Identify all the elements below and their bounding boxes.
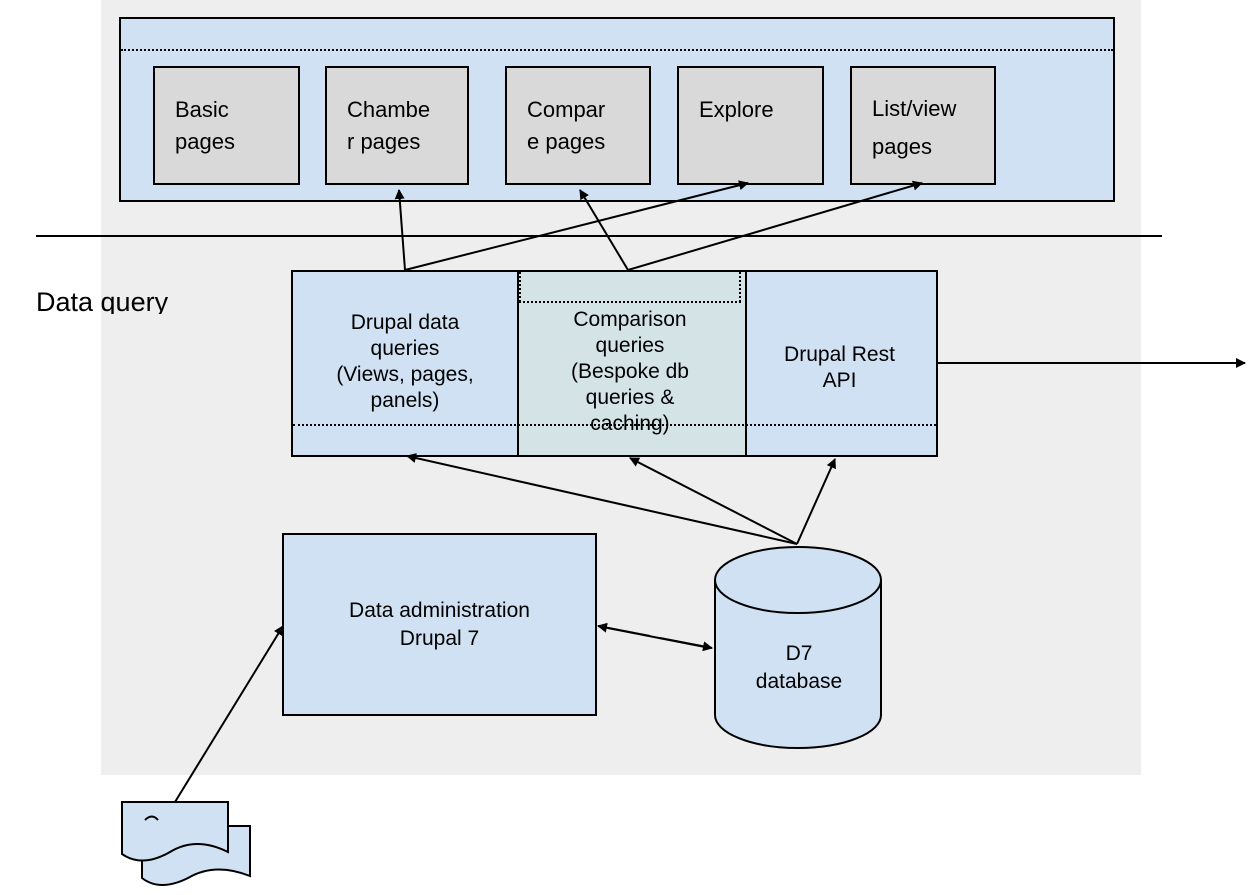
explore-box: Explore	[677, 66, 824, 185]
chamber-pages-box: Chambe r pages	[325, 66, 469, 185]
database-label: D7 database	[755, 642, 843, 693]
comparison-top-divider	[519, 301, 741, 303]
arrow-to-database	[659, 637, 713, 652]
data-query-layer-label: Data query	[36, 287, 169, 314]
drupal-data-queries-text: Drupal data queries (Views, pages, panel…	[336, 311, 474, 412]
arrow-db-to-rest-api	[796, 458, 836, 545]
basic-pages-box: Basic pages	[153, 66, 300, 185]
comparison-right-dots	[739, 272, 741, 302]
data-query-block: Drupal data queries (Views, pages, panel…	[291, 270, 938, 457]
arrow-to-explore	[404, 180, 749, 271]
drupal-rest-api-text: Drupal Rest API	[784, 343, 895, 392]
database-cylinder	[714, 546, 882, 749]
data-administration-box: Data administration Drupal 7	[282, 533, 597, 716]
arrow-to-list-view-pages	[627, 180, 923, 271]
list-view-pages-box: List/view pages	[850, 66, 996, 185]
compare-pages-box: Compar e pages	[505, 66, 651, 185]
arrow-to-compare-pages	[579, 189, 629, 271]
arrow-db-to-drupal-queries	[406, 453, 798, 545]
arrow-to-admin	[597, 622, 651, 637]
documents-icon	[121, 801, 251, 886]
presentation-layer-divider	[121, 49, 1113, 51]
layer-separator	[36, 235, 1162, 237]
comparison-left-dots	[519, 272, 521, 302]
query-block-bottom-divider	[293, 424, 936, 426]
arrow-to-chamber-pages	[394, 189, 406, 271]
comparison-queries-text: Comparison queries (Bespoke db queries &…	[571, 308, 689, 435]
arrow-documents-to-admin	[174, 625, 284, 803]
arrow-db-to-comparison-queries	[629, 457, 798, 545]
